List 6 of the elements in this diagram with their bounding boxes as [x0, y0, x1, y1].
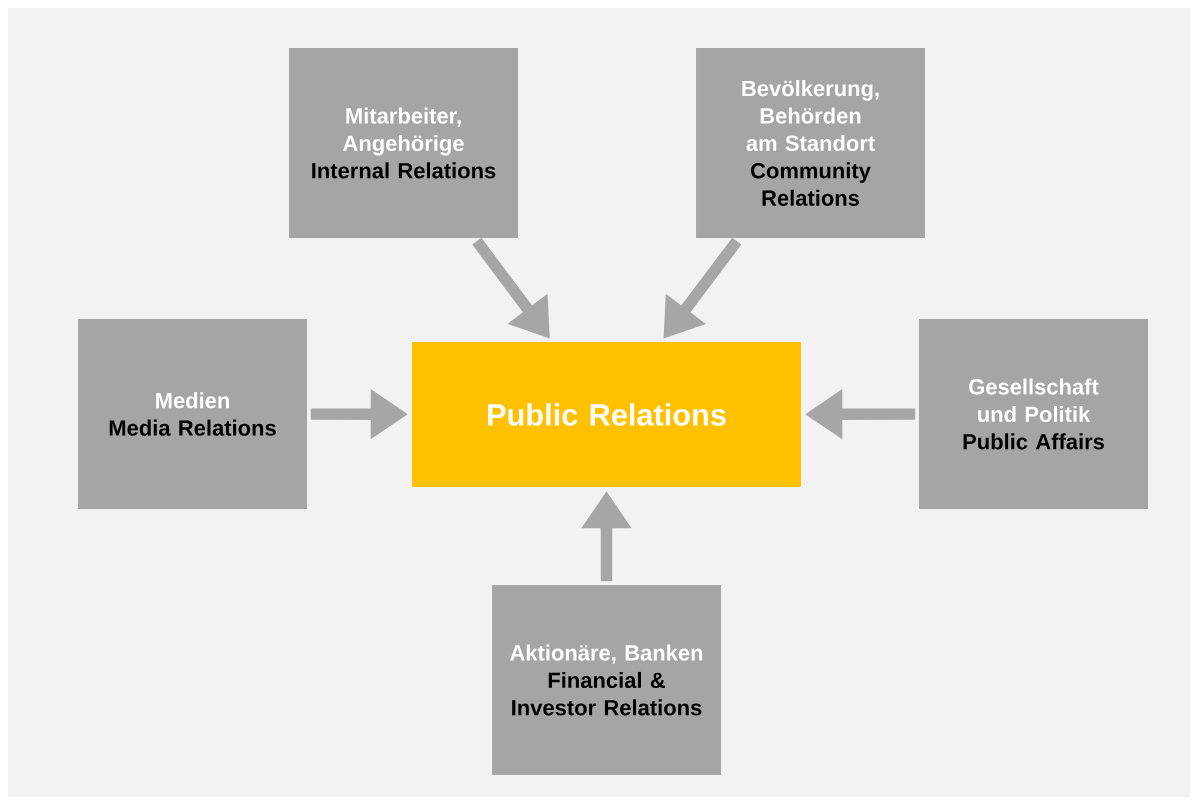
stakeholder-box: Gesellschaft und Politik Public Affairs [919, 319, 1148, 509]
stakeholder-box: Aktionäre, Banken Financial & Investor Relations [492, 585, 721, 775]
stakeholder-box: Mitarbeiter, Angehörige Internal Relations [289, 48, 518, 238]
center-box: Public Relations [412, 342, 801, 487]
stakeholder-box: Medien Media Relations [78, 319, 307, 509]
stakeholder-box: Bevölkerung, Behörden am Standort Community Relations [696, 48, 925, 238]
